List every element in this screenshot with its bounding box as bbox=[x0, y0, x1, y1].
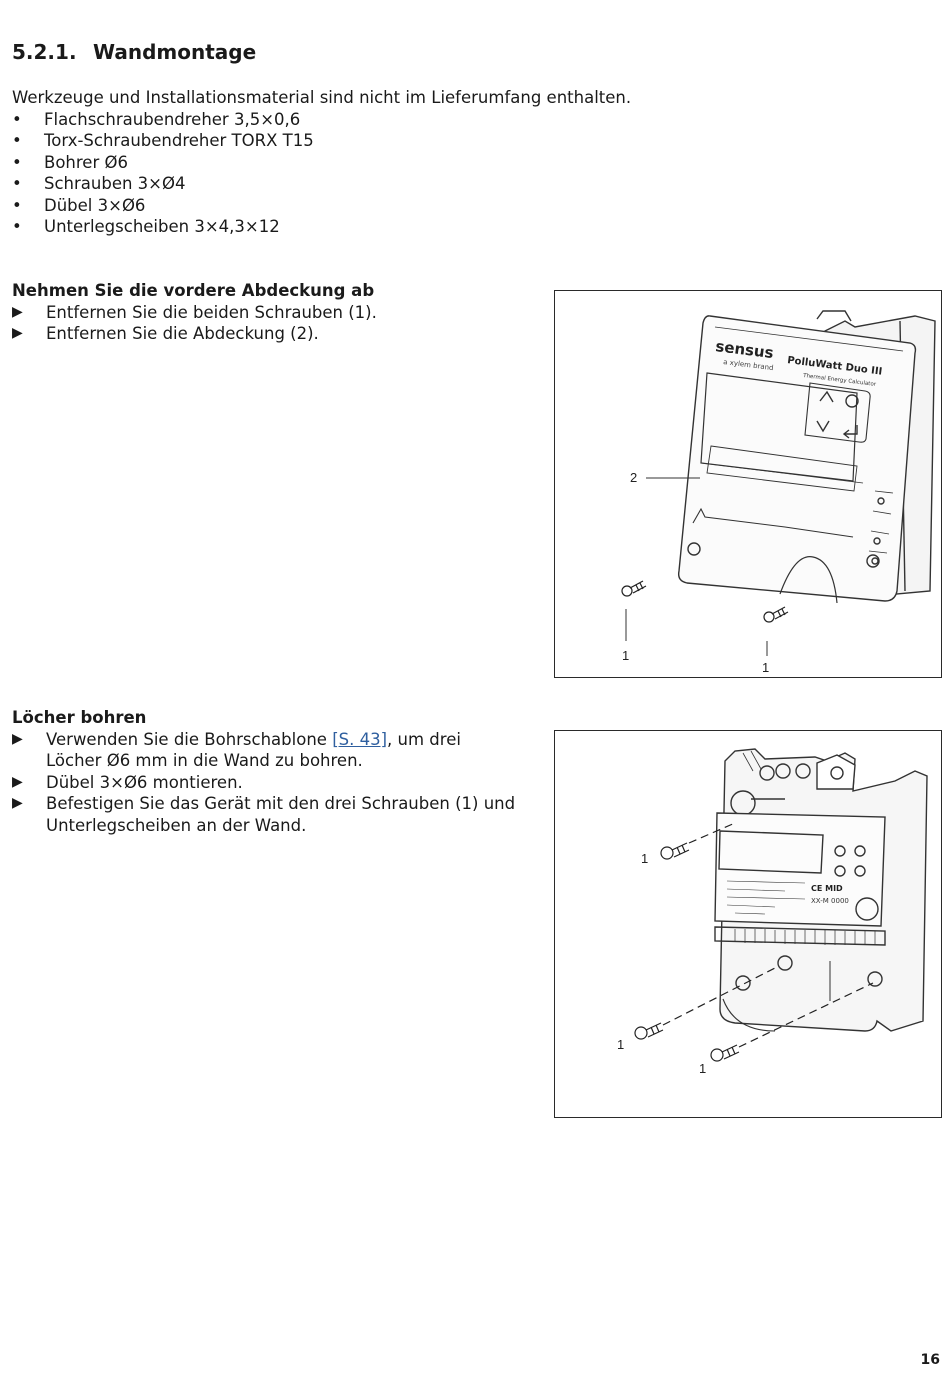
callout-label: 2 bbox=[630, 470, 638, 485]
tool-list-item: • Unterlegscheiben 3×4,3×12 bbox=[12, 216, 631, 238]
callout-label: 1 bbox=[617, 1037, 625, 1052]
intro-text: Werkzeuge und Installationsmaterial sind… bbox=[12, 88, 632, 107]
step-text-start: Verwenden Sie die Bohrschablone bbox=[46, 729, 333, 749]
arrow-right-icon: ▶ bbox=[12, 303, 23, 320]
bullet-icon: • bbox=[12, 109, 22, 129]
bullet-icon: • bbox=[12, 217, 22, 236]
tool-label: Flachschraubendreher 3,5×0,6 bbox=[44, 109, 301, 129]
tool-label: Schrauben 3×Ø4 bbox=[44, 174, 186, 193]
callout-label: 1 bbox=[699, 1061, 707, 1076]
page-reference-link[interactable]: [S. 43] bbox=[332, 729, 388, 749]
tool-label: Dübel 3×Ø6 bbox=[44, 195, 146, 215]
callout-label: 1 bbox=[622, 648, 630, 663]
screw-icon bbox=[634, 1022, 664, 1040]
ce-mark-label: CE MID bbox=[811, 884, 843, 893]
tools-intro: Werkzeuge und Installationsmaterial sind… bbox=[12, 87, 631, 238]
section-heading: 5.2.1. Wandmontage bbox=[12, 40, 256, 64]
section-title: Wandmontage bbox=[93, 40, 257, 64]
figure-cover-removal: sensus a xylem brand PolluWatt Duo III T… bbox=[554, 290, 942, 678]
figure-wall-mounting: CE MID XX-M 0000 1 1 1 bbox=[554, 730, 942, 1118]
step-text: Entfernen Sie die Abdeckung (2). bbox=[46, 324, 319, 343]
step-text: Entfernen Sie die beiden Schrauben (1). bbox=[46, 302, 377, 322]
certificate-code: XX-M 0000 bbox=[811, 897, 849, 905]
device-front-illustration: sensus a xylem brand PolluWatt Duo III T… bbox=[621, 310, 936, 656]
screw-icon bbox=[763, 606, 789, 623]
screw-icon bbox=[660, 842, 690, 860]
remove-cover-section: Nehmen Sie die vordere Abdeckung ab ▶ Ent… bbox=[12, 280, 522, 345]
step-text-continuation: Unterlegscheiben an der Wand. bbox=[46, 815, 307, 835]
tool-list-item: • Torx-Schraubendreher TORX T15 bbox=[12, 130, 631, 152]
device-open-illustration: CE MID XX-M 0000 bbox=[634, 748, 928, 1062]
arrow-right-icon: ▶ bbox=[12, 325, 23, 341]
tool-list-item: • Bohrer Ø6 bbox=[12, 152, 631, 174]
tool-list-item: • Dübel 3×Ø6 bbox=[12, 195, 631, 217]
instruction-step: ▶ Befestigen Sie das Gerät mit den drei S… bbox=[12, 793, 522, 836]
tool-list-item: • Flachschraubendreher 3,5×0,6 bbox=[12, 109, 631, 131]
step-text-continuation: Löcher Ø6 mm in die Wand zu bohren. bbox=[46, 751, 363, 770]
tool-label: Unterlegscheiben 3×4,3×12 bbox=[44, 217, 280, 236]
subsection-title: Löcher bohren bbox=[12, 708, 147, 727]
tool-label: Torx-Schraubendreher TORX T15 bbox=[44, 131, 314, 150]
drill-holes-section: Löcher bohren ▶ Verwenden Sie die Bohrsch… bbox=[12, 707, 522, 836]
bullet-icon: • bbox=[12, 174, 22, 193]
section-number: 5.2.1. bbox=[12, 40, 77, 64]
bullet-icon: • bbox=[12, 152, 22, 172]
page-number: 16 bbox=[920, 1352, 940, 1368]
tool-label: Bohrer Ø6 bbox=[44, 152, 128, 172]
bullet-icon: • bbox=[12, 195, 22, 215]
callout-label: 1 bbox=[641, 851, 649, 866]
step-text: Befestigen Sie das Gerät mit den drei Sc… bbox=[46, 794, 516, 813]
tool-list-item: • Schrauben 3×Ø4 bbox=[12, 173, 631, 195]
screw-icon bbox=[710, 1044, 740, 1062]
instruction-step: ▶ Dübel 3×Ø6 montieren. bbox=[12, 772, 522, 794]
arrow-right-icon: ▶ bbox=[12, 730, 23, 747]
step-text-end: , um drei bbox=[387, 729, 461, 749]
bullet-icon: • bbox=[12, 131, 22, 150]
arrow-right-icon: ▶ bbox=[12, 795, 23, 811]
instruction-step: ▶ Verwenden Sie die Bohrschablone [S. 43]… bbox=[12, 729, 522, 772]
arrow-right-icon: ▶ bbox=[12, 773, 23, 790]
subsection-title: Nehmen Sie die vordere Abdeckung ab bbox=[12, 281, 375, 300]
instruction-step: ▶ Entfernen Sie die beiden Schrauben (1). bbox=[12, 302, 522, 324]
callout-label: 1 bbox=[762, 660, 770, 675]
instruction-step: ▶ Entfernen Sie die Abdeckung (2). bbox=[12, 323, 522, 345]
screw-icon bbox=[621, 580, 647, 597]
step-text: Dübel 3×Ø6 montieren. bbox=[46, 772, 243, 792]
